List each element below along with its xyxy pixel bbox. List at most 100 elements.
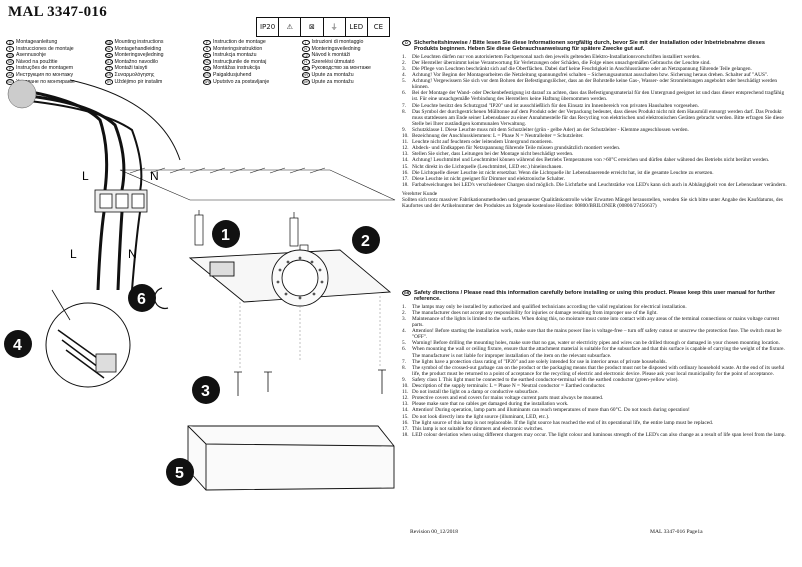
step-badge-4: 4: [4, 330, 32, 358]
ce-label: CE: [373, 23, 384, 31]
language-label: Monteringsvejledning: [114, 52, 164, 59]
language-code-badge: BIH: [301, 79, 310, 85]
language-code-badge: RO: [203, 59, 211, 65]
language-code-badge: SK: [6, 59, 14, 65]
safety-item: 9.Schutzklasse I. Diese Leuchte muss mit…: [402, 127, 790, 133]
language-label: Instruções de montagem: [16, 65, 74, 72]
safety-item: 8. Das Symbol der durchgestrichenen Müllt…: [402, 109, 790, 127]
safety-item: 3.Die Pflege von Leuchten beschränkt sic…: [402, 66, 790, 72]
item-text: Das Symbol der durchgestrichenen Müllton…: [412, 108, 784, 127]
language-label: Monteringsinstruktion: [213, 45, 263, 52]
item-number: 13.: [402, 401, 409, 408]
safety-item: 8.The symbol of the crossed-out garbage …: [402, 365, 790, 377]
language-code-badge: GB: [104, 39, 113, 46]
step-badge-6: 6: [128, 284, 156, 312]
step-badge-5: 5: [166, 458, 194, 486]
item-number: 9.: [402, 376, 406, 383]
item-number: 17.: [402, 175, 409, 182]
installation-diagram: L N L N: [4, 79, 396, 491]
language-code-badge: BG: [6, 79, 14, 85]
flag-gb-icon: GB: [402, 290, 411, 296]
safety-item: 16.The light source of this lamp is not …: [402, 420, 790, 426]
language-label: Návod na použitie: [16, 58, 58, 65]
item-number: 3.: [402, 66, 406, 72]
svg-text:4: 4: [13, 337, 22, 354]
language-code-badge: SLO: [104, 59, 113, 65]
english-item-list: 1. The lamps may only be installed by aut…: [402, 304, 790, 438]
led-dots: [276, 256, 324, 300]
english-safety-section: GB Safety directions / Please read this …: [402, 290, 790, 438]
item-text: The lamps may only be installed by autho…: [412, 303, 687, 310]
language-code-badge: S: [203, 46, 211, 52]
item-number: 12.: [402, 395, 409, 402]
item-number: 18.: [402, 431, 409, 438]
language-label: Montažno navodilo: [114, 58, 159, 65]
language-code-badge: RUS: [301, 65, 311, 72]
safety-item: 18.Farbabweichungen bei LED's verschiede…: [402, 182, 790, 188]
item-number: 12.: [402, 145, 409, 152]
item-text: Achtung! Vergewissern Sie sich vor dem B…: [412, 78, 778, 91]
language-label: Mounting instructions: [114, 39, 164, 45]
safety-item: 14.Achtung! Leuchtmittel und Leuchtmitte…: [402, 157, 790, 163]
item-number: 6.: [402, 90, 406, 97]
svg-text:6: 6: [137, 291, 146, 308]
item-text: Maintenance of the lights is limited to …: [412, 316, 780, 329]
language-code-badge: P: [6, 65, 14, 72]
item-number: 2.: [402, 309, 406, 316]
safety-item: 2.Der Hersteller übernimmt keine Verantw…: [402, 60, 790, 66]
language-label: Instrucciones de montaje: [16, 45, 74, 52]
item-text: LED colour deviation when using differen…: [412, 431, 786, 438]
language-code-badge: H: [301, 59, 310, 65]
language-label: Συναρμολόγησης: [114, 71, 155, 78]
safety-item: 17.Diese Leuchte ist nicht geeignet für …: [402, 176, 790, 182]
item-number: 1.: [402, 303, 406, 310]
cable-wires: [19, 79, 181, 193]
item-number: 2.: [402, 59, 406, 66]
svg-text:1: 1: [221, 227, 230, 244]
language-label: Uždėjimo pir instalim: [114, 78, 163, 85]
detail-magnifier: [45, 302, 131, 388]
language-code-badge: PL: [203, 52, 211, 59]
language-label: Instrucţiunile de montaj: [213, 58, 267, 65]
item-number: 8.: [402, 108, 406, 115]
item-text: The symbol of the crossed-out garbage ca…: [412, 364, 785, 377]
safety-item: 16.Die Lichtquelle dieser Leuchte ist ni…: [402, 170, 790, 176]
warning-triangle-icon: ⚠: [279, 18, 302, 36]
item-number: 6.: [402, 346, 406, 353]
lower-wires: [96, 211, 141, 291]
item-number: 5.: [402, 78, 406, 85]
language-code-badge: GR: [104, 72, 113, 79]
revision-label: Revision 00_12/2018: [410, 529, 459, 535]
item-number: 9.: [402, 126, 406, 133]
label-l: L: [82, 169, 89, 183]
safety-item: 14.Attention! During operation, lamp par…: [402, 407, 790, 413]
label-l2: L: [70, 247, 77, 261]
language-code-badge: LV: [203, 65, 211, 72]
item-text: This lamp is not suitable for dimmers an…: [412, 425, 544, 432]
detail-wires: [57, 329, 117, 379]
safety-item: 5. Achtung! Vergewissern Sie sich vor dem…: [402, 78, 790, 90]
safety-item: 13.Stellen Sie sicher, dass Leitungen be…: [402, 151, 790, 157]
safety-item: 12.Abdeck- und Endkappen für Netzspannun…: [402, 145, 790, 151]
step-badge-3: 3: [192, 376, 220, 404]
label-n2: N: [128, 247, 137, 261]
item-number: 11.: [402, 139, 409, 146]
safety-item: 17.This lamp is not suitable for dimmers…: [402, 426, 790, 432]
item-text: Bezeichnung der Anschlussklemmen: L = Ph…: [412, 133, 584, 140]
language-label: Návod k montáži: [311, 52, 351, 59]
item-text: Warning! Before drilling the mounting ho…: [412, 340, 780, 347]
